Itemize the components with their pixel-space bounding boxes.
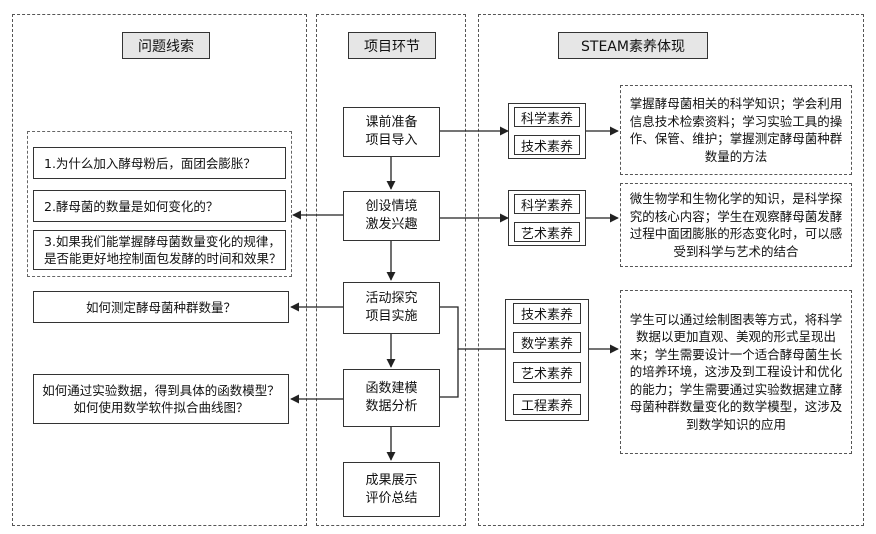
literacy-group-1 xyxy=(508,103,586,159)
stage-modeling: 函数建模 数据分析 xyxy=(343,369,440,427)
problems-header: 问题线索 xyxy=(122,32,210,59)
steam-panel xyxy=(478,14,864,526)
question-4: 如何测定酵母菌种群数量？ xyxy=(33,291,289,323)
literacy-math-3: 数学素养 xyxy=(513,332,581,353)
problems-panel xyxy=(12,14,307,526)
literacy-group-2 xyxy=(508,190,586,246)
literacy-technology-3: 技术素养 xyxy=(513,303,581,324)
description-1: 掌握酵母菌相关的科学知识；学会利用信息技术检索资料；学习实验工具的操作、保管、维… xyxy=(620,85,852,175)
literacy-science-2: 科学素养 xyxy=(514,194,580,214)
description-3: 学生可以通过绘制图表等方式，将科学数据以更加直观、美观的形式呈现出来；学生需要设… xyxy=(620,290,852,454)
literacy-technology-1: 技术素养 xyxy=(514,135,580,155)
stage-showcase: 成果展示 评价总结 xyxy=(343,462,440,517)
stage-preparation: 课前准备 项目导入 xyxy=(343,107,440,157)
project-panel xyxy=(316,14,466,526)
question-3: 3.如果我们能掌握酵母菌数量变化的规律， 是否能更好地控制面包发酵的时间和效果？ xyxy=(33,230,286,270)
question-2: 2.酵母菌的数量是如何变化的？ xyxy=(33,190,286,222)
project-header: 项目环节 xyxy=(348,32,436,59)
question-group xyxy=(27,131,292,277)
description-2: 微生物学和生物化学的知识，是科学探究的核心内容；学生在观察酵母菌发酵过程中面团膨… xyxy=(620,183,852,267)
question-1: 1.为什么加入酵母粉后，面团会膨胀？ xyxy=(33,147,286,179)
stage-exploration: 活动探究 项目实施 xyxy=(343,282,440,334)
literacy-art-3: 艺术素养 xyxy=(513,362,581,383)
literacy-art-2: 艺术素养 xyxy=(514,222,580,242)
literacy-science-1: 科学素养 xyxy=(514,107,580,127)
steam-header: STEAM素养体现 xyxy=(558,32,708,59)
literacy-group-3 xyxy=(505,299,589,421)
literacy-engineering-3: 工程素养 xyxy=(513,394,581,415)
question-5: 如何通过实验数据，得到具体的函数模型？ 如何使用数学软件拟合曲线图？ xyxy=(33,374,289,424)
stage-scenario: 创设情境 激发兴趣 xyxy=(343,191,440,241)
